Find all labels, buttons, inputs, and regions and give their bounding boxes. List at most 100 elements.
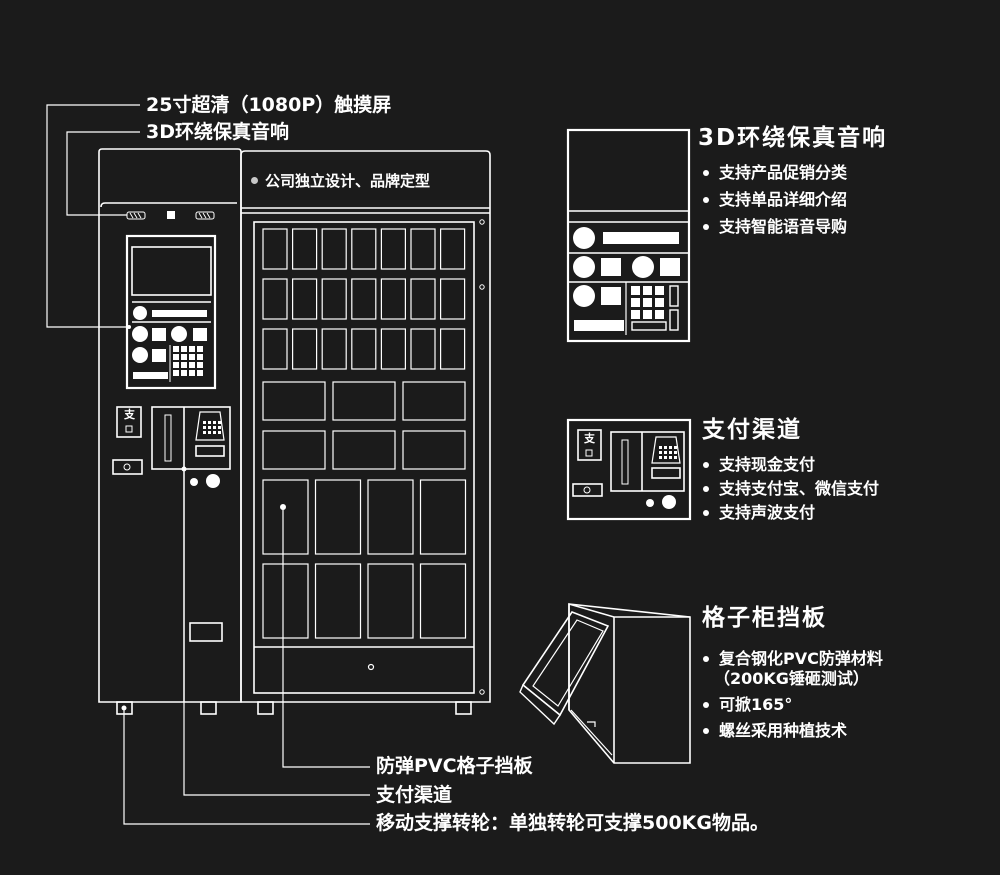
keypad-key (189, 370, 195, 376)
locker-door-large (419, 563, 467, 639)
pin-key (669, 456, 672, 459)
locker-door-medium (332, 381, 396, 421)
feature-item: 支持支付宝、微信支付 (702, 481, 879, 497)
locker-door-small (351, 228, 377, 270)
pin-key (669, 446, 672, 449)
caster-wheels (116, 701, 472, 715)
locker-door-medium (262, 430, 326, 470)
keypad-key (631, 310, 640, 319)
keypad-key (173, 370, 179, 376)
locker-door-large (262, 479, 309, 555)
keypad-key (655, 286, 664, 295)
baffle-panel-title: 格子柜挡板 (702, 605, 827, 631)
feature-item: 可掀165° (702, 697, 883, 713)
locker-door-large (367, 479, 414, 555)
locker-cabinet (240, 150, 491, 703)
keypad-key (189, 354, 195, 360)
locker-door-small (292, 328, 318, 370)
keypad-key (655, 310, 664, 319)
keypad-detail-icon (631, 286, 664, 319)
callout-audio-label: 3D环绕保真音响 (146, 121, 289, 143)
pin-pad-detail-icon (659, 446, 677, 459)
feature-item: 支持智能语音导购 (702, 219, 847, 235)
pin-key (674, 456, 677, 459)
locker-door-large (367, 563, 414, 639)
keypad-key (181, 354, 187, 360)
callout-payment-label: 支付渠道 (376, 784, 453, 806)
pin-key (213, 426, 216, 429)
pin-key (213, 431, 216, 434)
locker-door-small (440, 228, 466, 270)
locker-door-small (410, 228, 436, 270)
keypad-key (173, 354, 179, 360)
locker-door-small (410, 328, 436, 370)
banner-text: 公司独立设计、品牌定型 (265, 172, 431, 190)
locker-door-medium (402, 381, 466, 421)
callout-baffle-label: 防弹PVC格子挡板 (376, 755, 533, 777)
payment-detail-glyph: 支 (584, 432, 595, 445)
camera-icon (167, 211, 175, 219)
main-unit (98, 148, 242, 703)
audio-panel-title: 3D环绕保真音响 (698, 125, 888, 151)
bullet-dot (251, 177, 258, 184)
keypad-key (655, 298, 664, 307)
keypad-key (173, 346, 179, 352)
pin-pad-icon (203, 421, 221, 434)
pin-key (208, 421, 211, 424)
locker-door-medium (332, 430, 396, 470)
pin-key (664, 456, 667, 459)
keypad-key (197, 370, 203, 376)
locker-door-small (351, 278, 377, 320)
payment-detail-illustration (566, 418, 692, 521)
keypad-key (631, 286, 640, 295)
pin-key (674, 446, 677, 449)
locker-door-small (380, 228, 406, 270)
callout-lines (46, 104, 370, 825)
keypad-key (197, 362, 203, 368)
keypad-key (197, 346, 203, 352)
locker-door-small (292, 278, 318, 320)
keypad-key (197, 354, 203, 360)
locker-doors (262, 228, 467, 639)
screen-detail-illustration (566, 128, 691, 343)
payment-panel-title: 支付渠道 (702, 417, 802, 443)
pin-key (203, 426, 206, 429)
locker-door-large (314, 563, 362, 639)
locker-door-small (262, 228, 288, 270)
locker-door-small (440, 328, 466, 370)
locker-door-small (440, 278, 466, 320)
keypad-key (173, 362, 179, 368)
keypad-key (181, 362, 187, 368)
locker-door-small (262, 328, 288, 370)
callout-casters-label: 移动支撑转轮：单独转轮可支撑500KG物品。 (376, 812, 769, 834)
locker-door-small (262, 278, 288, 320)
touch-screen (125, 234, 217, 390)
keypad-key (643, 298, 652, 307)
pin-key (218, 421, 221, 424)
pin-key (674, 451, 677, 454)
pin-key (664, 446, 667, 449)
locker-door-small (351, 328, 377, 370)
pin-key (218, 431, 221, 434)
payment-module (112, 406, 231, 488)
pin-key (659, 451, 662, 454)
pin-key (669, 451, 672, 454)
keypad-key (189, 346, 195, 352)
cabinet-banner: 公司独立设计、品牌定型 (251, 174, 430, 189)
feature-item-continued: （200KG锤砸测试） (714, 669, 869, 688)
keypad-key (643, 310, 652, 319)
locker-door-small (380, 278, 406, 320)
keypad-icon (173, 346, 203, 376)
pin-key (664, 451, 667, 454)
feature-item: 螺丝采用种植技术 (702, 723, 883, 739)
pin-key (203, 431, 206, 434)
pin-key (203, 421, 206, 424)
keypad-key (189, 362, 195, 368)
audio-feature-list: 支持产品促销分类 支持单品详细介绍 支持智能语音导购 (702, 165, 847, 235)
baffle-detail-illustration (519, 602, 691, 764)
locker-door-small (410, 278, 436, 320)
locker-door-medium (402, 430, 466, 470)
keypad-detail-extras (631, 285, 679, 331)
pin-key (213, 421, 216, 424)
